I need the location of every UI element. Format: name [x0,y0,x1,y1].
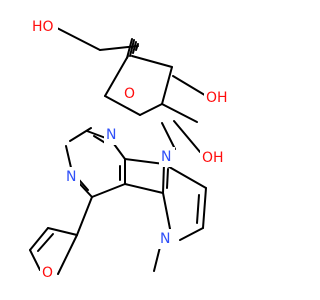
bond [162,192,172,235]
atom-label-ho: HO [32,19,54,35]
bond [124,158,165,165]
atom-label-ring-o: O [124,86,135,102]
atom-label-oh-lower: OH [202,150,224,166]
bond [202,187,207,229]
atom-label-n9: N [161,149,171,165]
bond [57,234,78,275]
bond [161,66,173,105]
bond [161,122,176,150]
bonds [29,27,209,275]
bond [77,181,93,198]
bond [163,163,207,189]
atom-label-n-pyrimidine-left: N [66,169,76,185]
hashed-wedge-bond [126,38,139,59]
bond [153,246,161,272]
double-bond-line [166,168,169,189]
molecule-structure: HO OH OH O N N N N O [29,17,232,283]
bond [56,27,101,51]
bond [76,196,93,236]
bond [91,183,126,198]
bond [104,95,141,116]
bond [161,103,198,123]
bond [173,120,201,153]
atom-label-n-pyrimidine-top: N [106,127,116,143]
bond [29,227,49,251]
bond [124,183,164,194]
atom-label-furan-o: O [42,265,53,281]
bond [172,75,209,98]
bond [104,55,129,97]
bond [139,103,163,116]
double-bond-line [37,233,54,252]
bond [69,127,92,142]
bond [162,163,165,194]
atom-label-n-methyl: N [160,231,170,247]
atom-labels: HO OH OH O N N N N O [30,17,232,283]
double-bond-line [196,194,200,224]
bond [29,249,41,271]
atom-label-oh-upper: OH [206,90,228,106]
bond [131,55,173,68]
bond [47,227,78,236]
bond [179,227,204,241]
